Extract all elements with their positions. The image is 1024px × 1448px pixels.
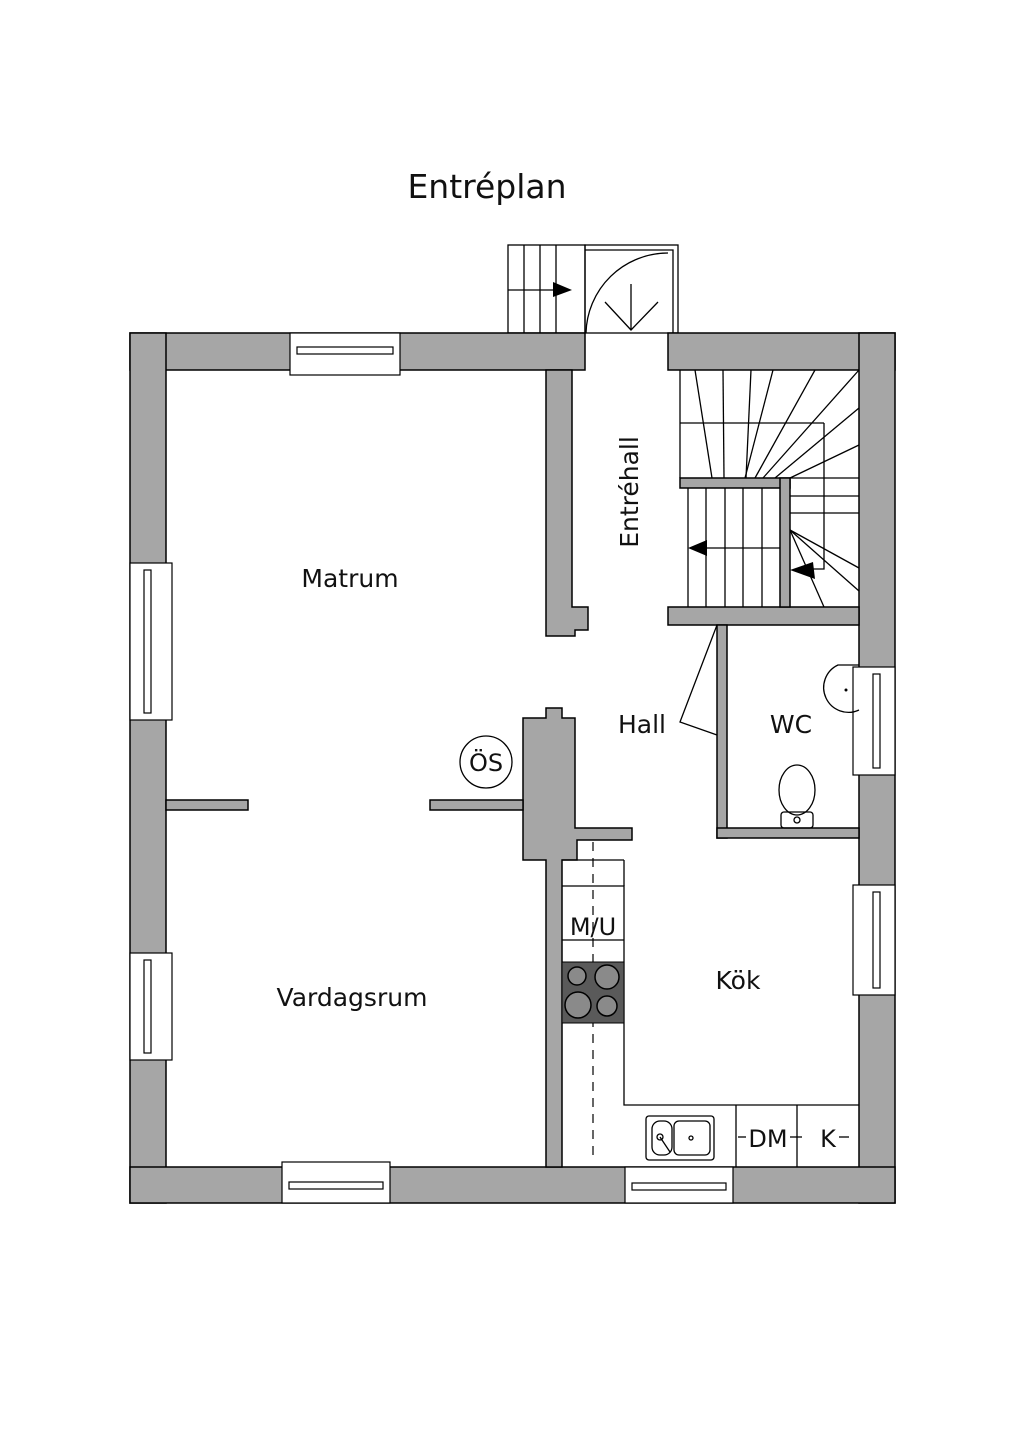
window-left-2 bbox=[129, 952, 173, 1061]
window-bottom-1 bbox=[281, 1161, 391, 1204]
toilet bbox=[778, 764, 816, 829]
label-k: K bbox=[820, 1125, 837, 1153]
windows bbox=[129, 332, 896, 1204]
room-label-hall: Hall bbox=[618, 710, 666, 739]
indoor-staircase bbox=[679, 369, 860, 608]
room-label-vardagsrum: Vardagsrum bbox=[277, 983, 428, 1012]
window-right-1 bbox=[852, 666, 896, 776]
room-label-kok: Kök bbox=[716, 966, 761, 995]
os-circle bbox=[459, 735, 513, 789]
window-top bbox=[289, 332, 401, 376]
outdoor-stairs bbox=[507, 244, 586, 334]
window-left-1 bbox=[129, 562, 173, 721]
room-label-matrum: Matrum bbox=[301, 564, 398, 593]
walls bbox=[129, 332, 896, 1204]
label-mu: M/U bbox=[570, 913, 616, 941]
plan-title: Entréplan bbox=[407, 167, 566, 206]
wc-sink bbox=[823, 664, 860, 713]
label-os: ÖS bbox=[469, 748, 503, 777]
room-label-wc: WC bbox=[770, 710, 812, 739]
wc-door bbox=[679, 624, 718, 736]
room-label-entrehall: Entréhall bbox=[615, 436, 644, 548]
window-bottom-2 bbox=[624, 1166, 734, 1204]
window-right-2 bbox=[852, 884, 896, 996]
kitchen-sink bbox=[645, 1115, 715, 1161]
entry-landing bbox=[584, 244, 679, 334]
stove bbox=[561, 961, 625, 1024]
label-dm: DM bbox=[748, 1125, 787, 1153]
